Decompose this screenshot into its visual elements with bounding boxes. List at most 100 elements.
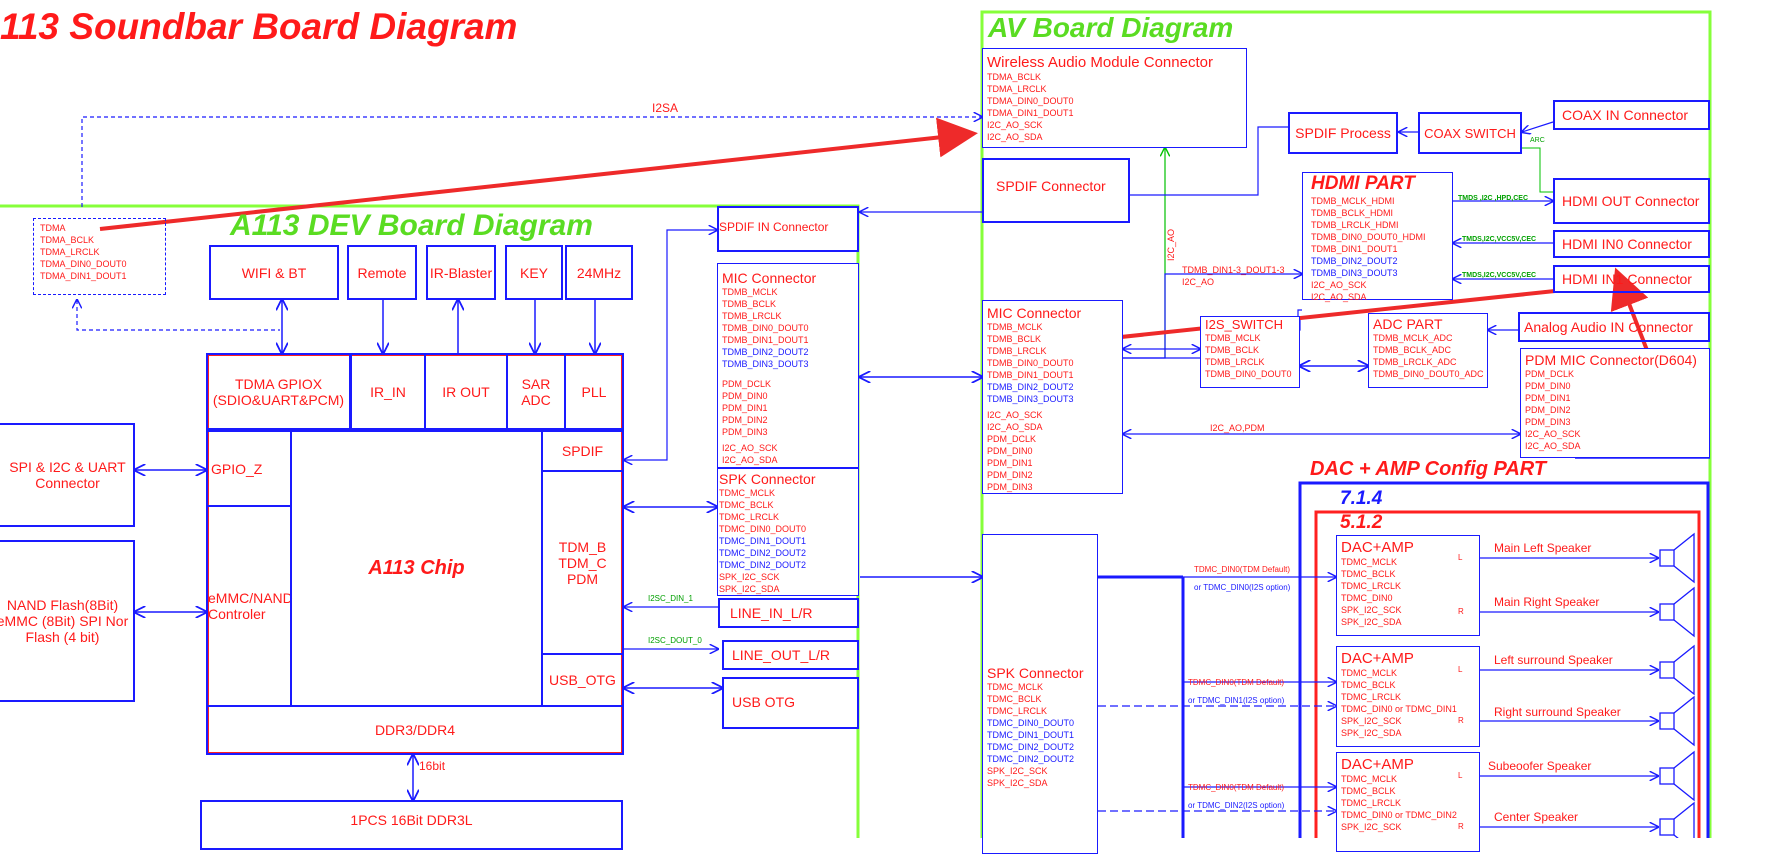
dac-signal: TDMC_MCLK	[1341, 774, 1398, 784]
dac-signal: TDMC_LRCLK	[1341, 692, 1402, 702]
hdmi-signal: TDMB_DIN2_DOUT2	[1311, 256, 1398, 266]
hdmi-signal: TDMB_LRCLK_HDMI	[1311, 220, 1399, 230]
spi-i2c-uart-connector: SPI & I2C & UART Connector	[0, 423, 135, 527]
adc-signal: TDMB_BCLK_ADC	[1373, 345, 1452, 355]
chip-ddr: DDR3/DDR4	[206, 705, 624, 755]
dev-mic-i2c: I2C_AO_SDA	[722, 455, 778, 465]
dev-spk-i2c: SPK_I2C_SDA	[719, 584, 780, 594]
av-mic-signal: TDMB_DIN1_DOUT1	[987, 370, 1074, 380]
pdm-mic-title: PDM MIC Connector(D604)	[1525, 352, 1697, 368]
dac-signal: SPK_I2C_SCK	[1341, 716, 1402, 726]
av-spk-i2c: SPK_I2C_SCK	[987, 766, 1048, 776]
pdm-signal: I2C_AO_SCK	[1525, 429, 1581, 439]
tmds-in0-label: TMDS,I2C,VCC5V,CEC	[1462, 236, 1537, 243]
tdmb-din-label: TDMB_DIN1-3_DOUT1-3	[1182, 265, 1285, 275]
wam-signal: TDMA_DIN1_DOUT1	[987, 108, 1074, 118]
adc-part-title: ADC PART	[1373, 316, 1443, 332]
pdm-signal: I2C_AO_SDA	[1525, 441, 1581, 451]
dev-spk-signal: TDMC_MCLK	[719, 488, 776, 498]
dac-signal: TDMC_DIN0	[1341, 593, 1393, 603]
hdmi-signal: TDMB_DIN1_DOUT1	[1311, 244, 1398, 254]
av-spk-signal: TDMC_LRCLK	[987, 706, 1048, 716]
dev-spk-signal: TDMC_BCLK	[719, 500, 774, 510]
dev-mic-pdm: PDM_DIN1	[722, 403, 768, 413]
dev-mic-signal: TDMB_DIN0_DOUT0	[722, 323, 809, 333]
line-out-connector: LINE_OUT_L/R	[722, 640, 859, 670]
hdmi-part-block: HDMI PART TDMB_MCLK_HDMI TDMB_BCLK_HDMI …	[1302, 172, 1453, 302]
dac-amp-title: DAC+AMP	[1341, 756, 1414, 773]
av-mic-pdm: PDM_DIN2	[987, 470, 1033, 480]
dac-amp-block-2: DAC+AMP TDMC_MCLK TDMC_BCLK TDMC_LRCLK T…	[1336, 646, 1480, 747]
chip-core-label: A113 Chip	[290, 430, 543, 707]
hdmi-signal: TDMB_BCLK_HDMI	[1311, 208, 1394, 218]
left-surround-speaker-label: Left surround Speaker	[1494, 653, 1613, 667]
av-spk-signal: TDMC_DIN2_DOUT2	[987, 754, 1075, 764]
av-mic-signal: TDMB_MCLK	[987, 322, 1043, 332]
av-mic-signal: TDMB_LRCLK	[987, 346, 1047, 356]
i2s-switch-block: I2S_SWITCH TDMB_MCLK TDMB_BCLK TDMB_LRCL…	[1200, 316, 1300, 388]
wam-signal: I2C_AO_SCK	[987, 120, 1043, 130]
dac-signal: TDMC_BCLK	[1341, 569, 1396, 579]
chip-ir-out: IR OUT	[424, 353, 508, 430]
main-right-speaker-label: Main Right Speaker	[1494, 595, 1600, 609]
tmds-out-label: TMDS ,I2C ,HPD,CEC	[1458, 195, 1529, 202]
hdmi-part-title: HDMI PART	[1311, 173, 1415, 194]
av-spk-signal: TDMC_DIN2_DOUT2	[987, 742, 1075, 752]
tmds-in1-label: TMDS,I2C,VCC5V,CEC	[1462, 272, 1537, 279]
pdm-signal: PDM_DIN2	[1525, 405, 1571, 415]
line-in-connector: LINE_IN_L/R	[718, 598, 859, 628]
dev-mic-signal: TDMB_MCLK	[722, 287, 778, 297]
center-speaker-label: Center Speaker	[1494, 810, 1579, 824]
chip-pll: PLL	[564, 353, 624, 430]
pdm-signal: PDM_DIN3	[1525, 417, 1571, 427]
chip-ir-in: IR_IN	[350, 353, 426, 430]
tdma-line: TDMA_DIN1_DOUT1	[40, 271, 127, 281]
av-spk-i2c: SPK_I2C_SDA	[987, 778, 1048, 788]
dac2-sig2: or TDMC_DIN1(I2S option)	[1188, 696, 1285, 705]
hdmi-signal: TDMB_DIN3_DOUT3	[1311, 268, 1398, 278]
tdma-line: TDMA_DIN0_DOUT0	[40, 259, 127, 269]
dac-signal: TDMC_BCLK	[1341, 786, 1396, 796]
av-mic-i2c: I2C_AO_SCK	[987, 410, 1043, 420]
i2c-ao-pdm-label: I2C_AO,PDM	[1210, 423, 1265, 433]
main-left-speaker-label: Main Left Speaker	[1494, 541, 1592, 555]
pdm-signal: PDM_DIN1	[1525, 393, 1571, 403]
dev-board-title: A113 DEV Board Diagram	[230, 209, 593, 242]
l-marker: L	[1458, 553, 1463, 562]
analog-audio-in-connector: Analog Audio IN Connector	[1518, 312, 1710, 342]
adc-signal: TDMB_LRCLK_ADC	[1373, 357, 1457, 367]
tdma-line: TDMA_BCLK	[40, 235, 95, 245]
l-marker: L	[1458, 771, 1463, 780]
av-mic-signal: TDMB_BCLK	[987, 334, 1042, 344]
dac-signal: TDMC_BCLK	[1341, 680, 1396, 690]
dac-amp-config-title: DAC + AMP Config PART	[1310, 458, 1547, 480]
i2sc-din-label: I2SC_DIN_1	[648, 594, 693, 603]
dac-signal: TDMC_MCLK	[1341, 668, 1398, 678]
wam-signal: I2C_AO_SDA	[987, 132, 1043, 142]
av-spdif-connector: SPDIF Connector	[982, 158, 1130, 223]
pdm-mic-connector: PDM MIC Connector(D604) PDM_DCLK PDM_DIN…	[1520, 348, 1710, 458]
dev-mic-connector: MIC Connector TDMB_MCLK TDMB_BCLK TDMB_L…	[717, 263, 859, 468]
dev-mic-signal: TDMB_BCLK	[722, 299, 777, 309]
hdmi-i2c: I2C_AO_SCK	[1311, 280, 1367, 290]
wam-title: Wireless Audio Module Connector	[987, 54, 1213, 71]
i2c-ao-label: I2C_AO	[1182, 277, 1215, 287]
av-spk-signal: TDMC_DIN1_DOUT1	[987, 730, 1075, 740]
i2c-ao-vertical: I2C_AO	[1166, 228, 1177, 262]
config-512-label: 5.1.2	[1340, 512, 1383, 533]
dev-mic-pdm: PDM_DIN3	[722, 427, 768, 437]
dev-mic-pdm: PDM_DCLK	[722, 379, 772, 389]
av-mic-signal: TDMB_DIN3_DOUT3	[987, 394, 1074, 404]
speaker-icons	[1659, 532, 1695, 838]
dac3-sig2: or TDMC_DIN2(I2S option)	[1188, 801, 1285, 810]
tdma-box: TDMA TDMA_BCLK TDMA_LRCLK TDMA_DIN0_DOUT…	[33, 218, 166, 295]
dac2-sig1: TDMC_DIN0(TDM Default)	[1188, 678, 1285, 687]
tdma-line: TDMA	[40, 223, 66, 233]
pdm-signal: PDM_DCLK	[1525, 369, 1575, 379]
remote-block: Remote	[347, 245, 417, 300]
wifi-bt-block: WIFI & BT	[209, 245, 339, 300]
spdif-in-connector: SPDIF IN Connector	[717, 206, 859, 252]
av-mic-pdm: PDM_DCLK	[987, 434, 1037, 444]
dev-mic-i2c: I2C_AO_SCK	[722, 443, 778, 453]
